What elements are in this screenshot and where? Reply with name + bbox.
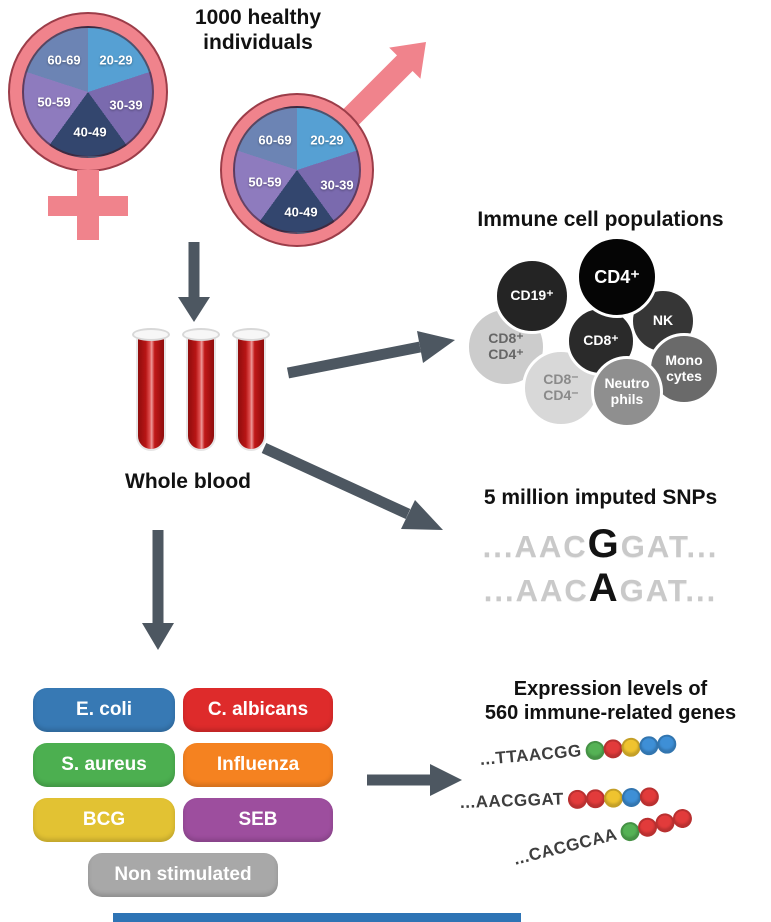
stimulus-s-aureus: S. aureus <box>33 743 175 787</box>
pie-label-60-69: 60-69 <box>258 132 292 148</box>
pie-label-20-29: 20-29 <box>99 52 133 68</box>
arrow-blood-to-snps <box>261 443 443 530</box>
male-age-pie: 20-29 30-39 40-49 50-59 60-69 <box>233 106 361 234</box>
expression-dot <box>621 787 642 807</box>
page-title: 1000 healthy individuals <box>158 6 358 56</box>
stimulus-seb: SEB <box>183 798 333 842</box>
blood-tube <box>182 328 220 454</box>
blood-tube-rim <box>182 328 220 341</box>
blood-tube-body <box>236 335 266 451</box>
expression-dot <box>584 739 606 761</box>
blood-tube-rim <box>132 328 170 341</box>
male-symbol-arrow <box>342 42 426 126</box>
blood-tube-body <box>186 335 216 451</box>
cell-circle-cd4: CD4⁺ <box>576 236 658 318</box>
expression-dot <box>620 736 642 758</box>
whole-blood-label: Whole blood <box>125 470 251 493</box>
snp-seq2-prefix: ...AAC <box>483 573 589 608</box>
stimulus-c-albicans: C. albicans <box>183 688 333 732</box>
blood-tube <box>232 328 270 454</box>
stimulus-non-stimulated: Non stimulated <box>88 853 278 897</box>
expression-dot <box>656 733 678 754</box>
stimulus-e-coli: E. coli <box>33 688 175 732</box>
expression-seq-3: ...CACGCAA <box>511 824 620 869</box>
snps-title: 5 million imputed SNPs <box>483 486 718 509</box>
expression-row-2: ...AACGGAT <box>459 786 660 813</box>
cell-circle-neutrophils: Neutro phils <box>591 356 663 428</box>
pie-label-30-39: 30-39 <box>320 177 354 193</box>
snp-seq1-prefix: ...AAC <box>482 529 588 564</box>
expression-dot <box>670 806 694 830</box>
arrow-blood-to-immune-cells <box>286 331 455 379</box>
pie-label-40-49: 40-49 <box>284 204 318 220</box>
snp-sequence-1: ...AACGGAT... <box>430 522 771 567</box>
snp-seq1-variant: G <box>587 522 621 566</box>
expression-title-line1: Expression levels of <box>513 678 708 700</box>
expression-dot <box>603 787 624 808</box>
snp-seq2-variant: A <box>588 566 620 610</box>
cell-circle-cd19: CD19⁺ <box>494 258 570 334</box>
expression-title: Expression levels of 560 immune-related … <box>450 678 771 725</box>
blood-tube-body <box>136 335 166 451</box>
page-title-line2: individuals <box>203 30 313 54</box>
pie-label-50-59: 50-59 <box>37 94 71 110</box>
pie-label-40-49: 40-49 <box>73 124 107 140</box>
pie-label-30-39: 30-39 <box>109 97 143 113</box>
snp-seq1-suffix: GAT... <box>620 529 719 564</box>
pie-label-50-59: 50-59 <box>248 174 282 190</box>
pie-label-20-29: 20-29 <box>310 132 344 148</box>
pie-label-60-69: 60-69 <box>47 52 81 68</box>
immune-cells-title: Immune cell populations <box>477 208 724 231</box>
snp-sequence-2: ...AACAGAT... <box>430 566 771 611</box>
expression-row-1: ...TTAACGG <box>479 733 678 770</box>
expression-dot <box>585 788 606 809</box>
page-title-line1: 1000 healthy <box>194 6 322 29</box>
snp-seq2-suffix: GAT... <box>619 573 718 608</box>
arrow-blood-to-stimuli <box>142 530 174 650</box>
expression-title-line2: 560 immune-related genes <box>484 701 737 724</box>
female-age-pie: 20-29 30-39 40-49 50-59 60-69 <box>22 26 154 158</box>
stimulus-bcg: BCG <box>33 798 175 842</box>
expression-dot <box>602 738 624 759</box>
expression-dot <box>639 786 660 807</box>
expression-dot <box>567 789 588 809</box>
blood-tube-rim <box>232 328 270 341</box>
bottom-blue-bar <box>113 913 521 922</box>
expression-seq-2: ...AACGGAT <box>459 789 565 812</box>
arrow-stimuli-to-expression <box>367 764 462 796</box>
expression-dot <box>638 734 660 756</box>
blood-tube <box>132 328 170 454</box>
expression-seq-1: ...TTAACGG <box>479 741 583 769</box>
stimulus-influenza: Influenza <box>183 743 333 787</box>
expression-row-3: ...CACGCAA <box>512 806 694 870</box>
female-symbol-crossbar <box>48 196 128 216</box>
arrow-individuals-to-blood <box>178 242 210 322</box>
